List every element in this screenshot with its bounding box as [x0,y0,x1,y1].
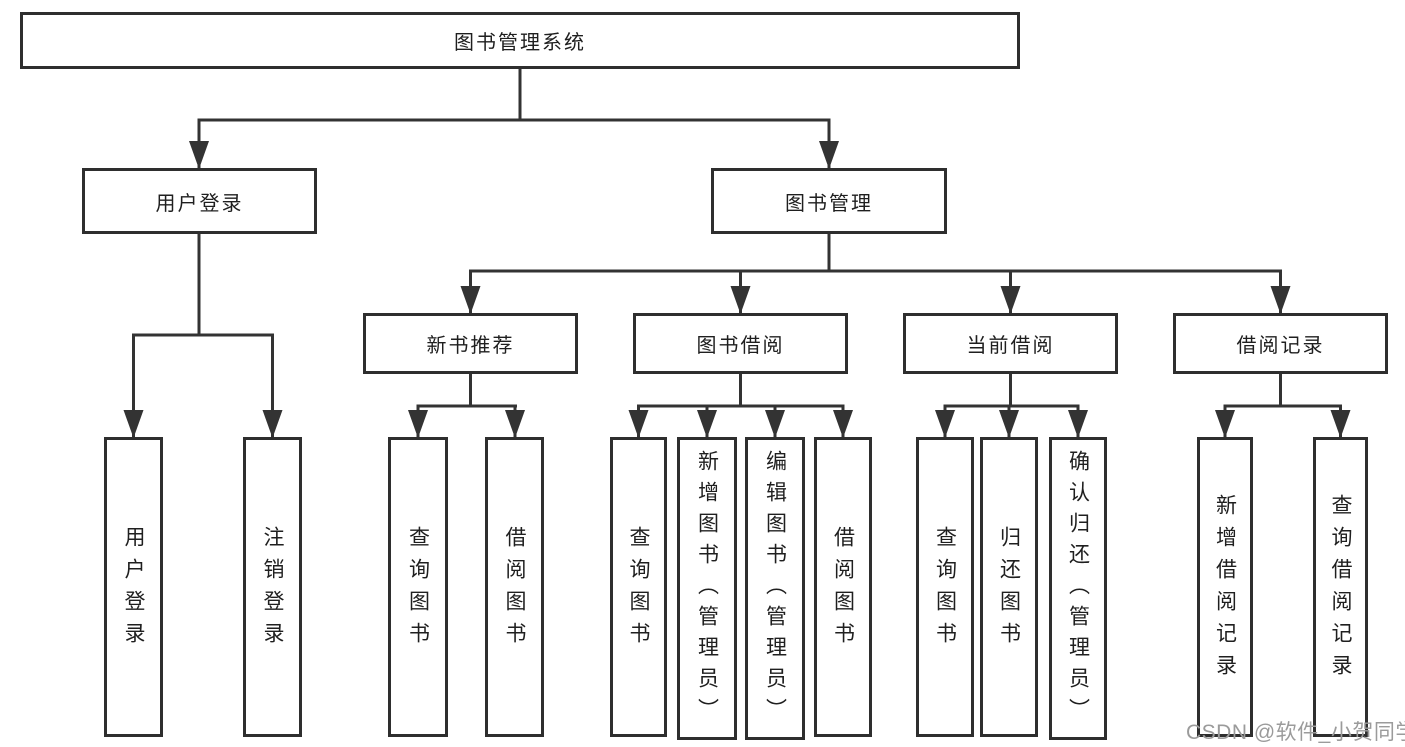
node-new-book-recommend: 新书推荐 [363,313,578,374]
node-user-login: 用户登录 [82,168,317,234]
leaf-borrow-query-books: 查询图书 [610,437,667,737]
leaf-add-books-admin: 新增图书（管理员） [677,437,737,740]
node-current-borrow: 当前借阅 [903,313,1118,374]
leaf-edit-books-admin: 编辑图书（管理员） [745,437,805,740]
leaf-borrow-borrow-books: 借阅图书 [814,437,872,737]
node-borrow-records: 借阅记录 [1173,313,1388,374]
leaf-recommend-query-books: 查询图书 [388,437,448,737]
leaf-user-login: 用户登录 [104,437,163,737]
leaf-confirm-return-admin: 确认归还（管理员） [1049,437,1107,740]
leaf-logout: 注销登录 [243,437,302,737]
leaf-return-books: 归还图书 [980,437,1038,737]
leaf-recommend-borrow-books: 借阅图书 [485,437,544,737]
csdn-watermark: CSDN @软件_小贺同学 [1186,721,1405,744]
node-book-management: 图书管理 [711,168,947,234]
node-book-management-system: 图书管理系统 [20,12,1020,69]
node-book-borrow: 图书借阅 [633,313,848,374]
leaf-current-query-books: 查询图书 [916,437,974,737]
leaf-add-borrow-record: 新增借阅记录 [1197,437,1253,737]
leaf-query-borrow-record: 查询借阅记录 [1313,437,1368,737]
